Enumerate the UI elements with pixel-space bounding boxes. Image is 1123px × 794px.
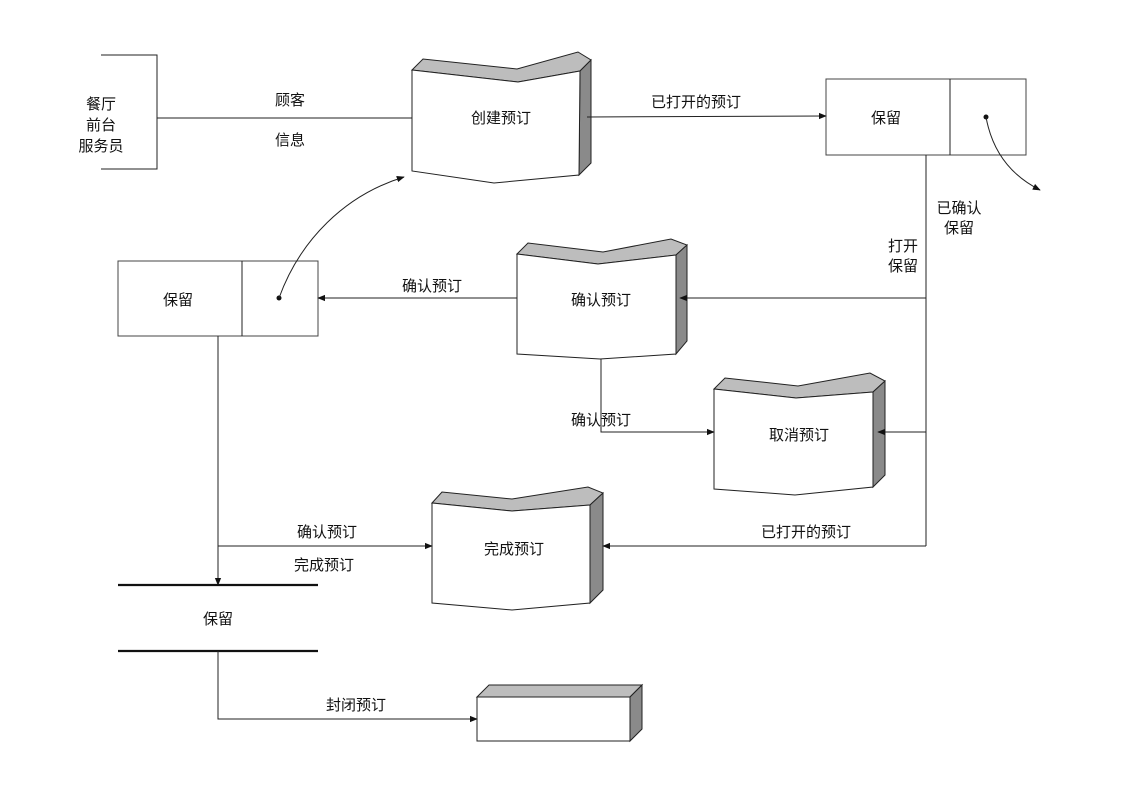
flow-label-opened-top: 已打开的预订 — [651, 93, 741, 111]
data-store-left: 保留 — [117, 176, 405, 337]
store-top-right-label: 保留 — [871, 109, 901, 127]
flow-create-to-store: 已打开的预订 — [586, 93, 827, 120]
flow-label-info: 信息 — [275, 131, 305, 149]
flow-label-confirmed-2: 保留 — [944, 219, 974, 237]
store-bottom-label: 保留 — [203, 610, 233, 628]
flow-label-confirm-store: 确认预订 — [402, 277, 462, 295]
process-complete-reservation: 完成预订 — [430, 486, 604, 611]
flow-entity-to-create: 顾客 信息 — [157, 91, 412, 149]
flow-label-close: 封闭预订 — [326, 696, 386, 714]
flow-to-complete-left: 确认预订 完成预订 — [218, 523, 433, 574]
flow-label-customer: 顾客 — [275, 91, 305, 109]
entity-line-3: 服务员 — [78, 137, 123, 155]
external-entity-front-desk: 餐厅 前台 服务员 — [78, 54, 158, 170]
flow-confirm-to-cancel: 确认预订 — [571, 359, 715, 436]
terminal-box — [475, 683, 644, 743]
flow-label-confirmed-1: 已确认 — [936, 199, 981, 217]
flow-label-open-1: 打开 — [888, 237, 918, 255]
flow-store-right-vertical: 已确认 保留 打开 保留 — [888, 155, 982, 546]
process-complete-label: 完成预订 — [484, 540, 544, 558]
flow-label-complete: 完成预订 — [294, 556, 354, 574]
flow-store-bottom-to-terminal: 封闭预订 — [217, 651, 478, 723]
flow-label-confirm-cancel: 确认预订 — [571, 411, 631, 429]
process-create-reservation: 创建预订 — [410, 51, 592, 184]
data-store-top-right: 保留 — [825, 78, 1041, 191]
process-confirm-reservation: 确认预订 — [515, 238, 688, 360]
data-store-bottom: 保留 — [118, 583, 318, 653]
flow-to-complete-right: 已打开的预订 — [602, 523, 926, 550]
store-left-label: 保留 — [163, 291, 193, 309]
flow-label-confirm-complete: 确认预订 — [297, 523, 357, 541]
flow-label-opened-bottom: 已打开的预订 — [761, 523, 851, 541]
external-entity-bracket — [101, 54, 158, 170]
process-cancel-reservation: 取消预订 — [712, 372, 886, 496]
process-confirm-label: 确认预订 — [571, 291, 631, 309]
entity-line-1: 餐厅 — [86, 95, 116, 113]
flow-confirm-to-store-left: 确认预订 — [317, 277, 517, 302]
flow-label-open-2: 保留 — [888, 257, 918, 275]
entity-line-2: 前台 — [86, 116, 116, 134]
process-cancel-label: 取消预订 — [769, 426, 829, 444]
process-create-label: 创建预订 — [471, 109, 531, 127]
